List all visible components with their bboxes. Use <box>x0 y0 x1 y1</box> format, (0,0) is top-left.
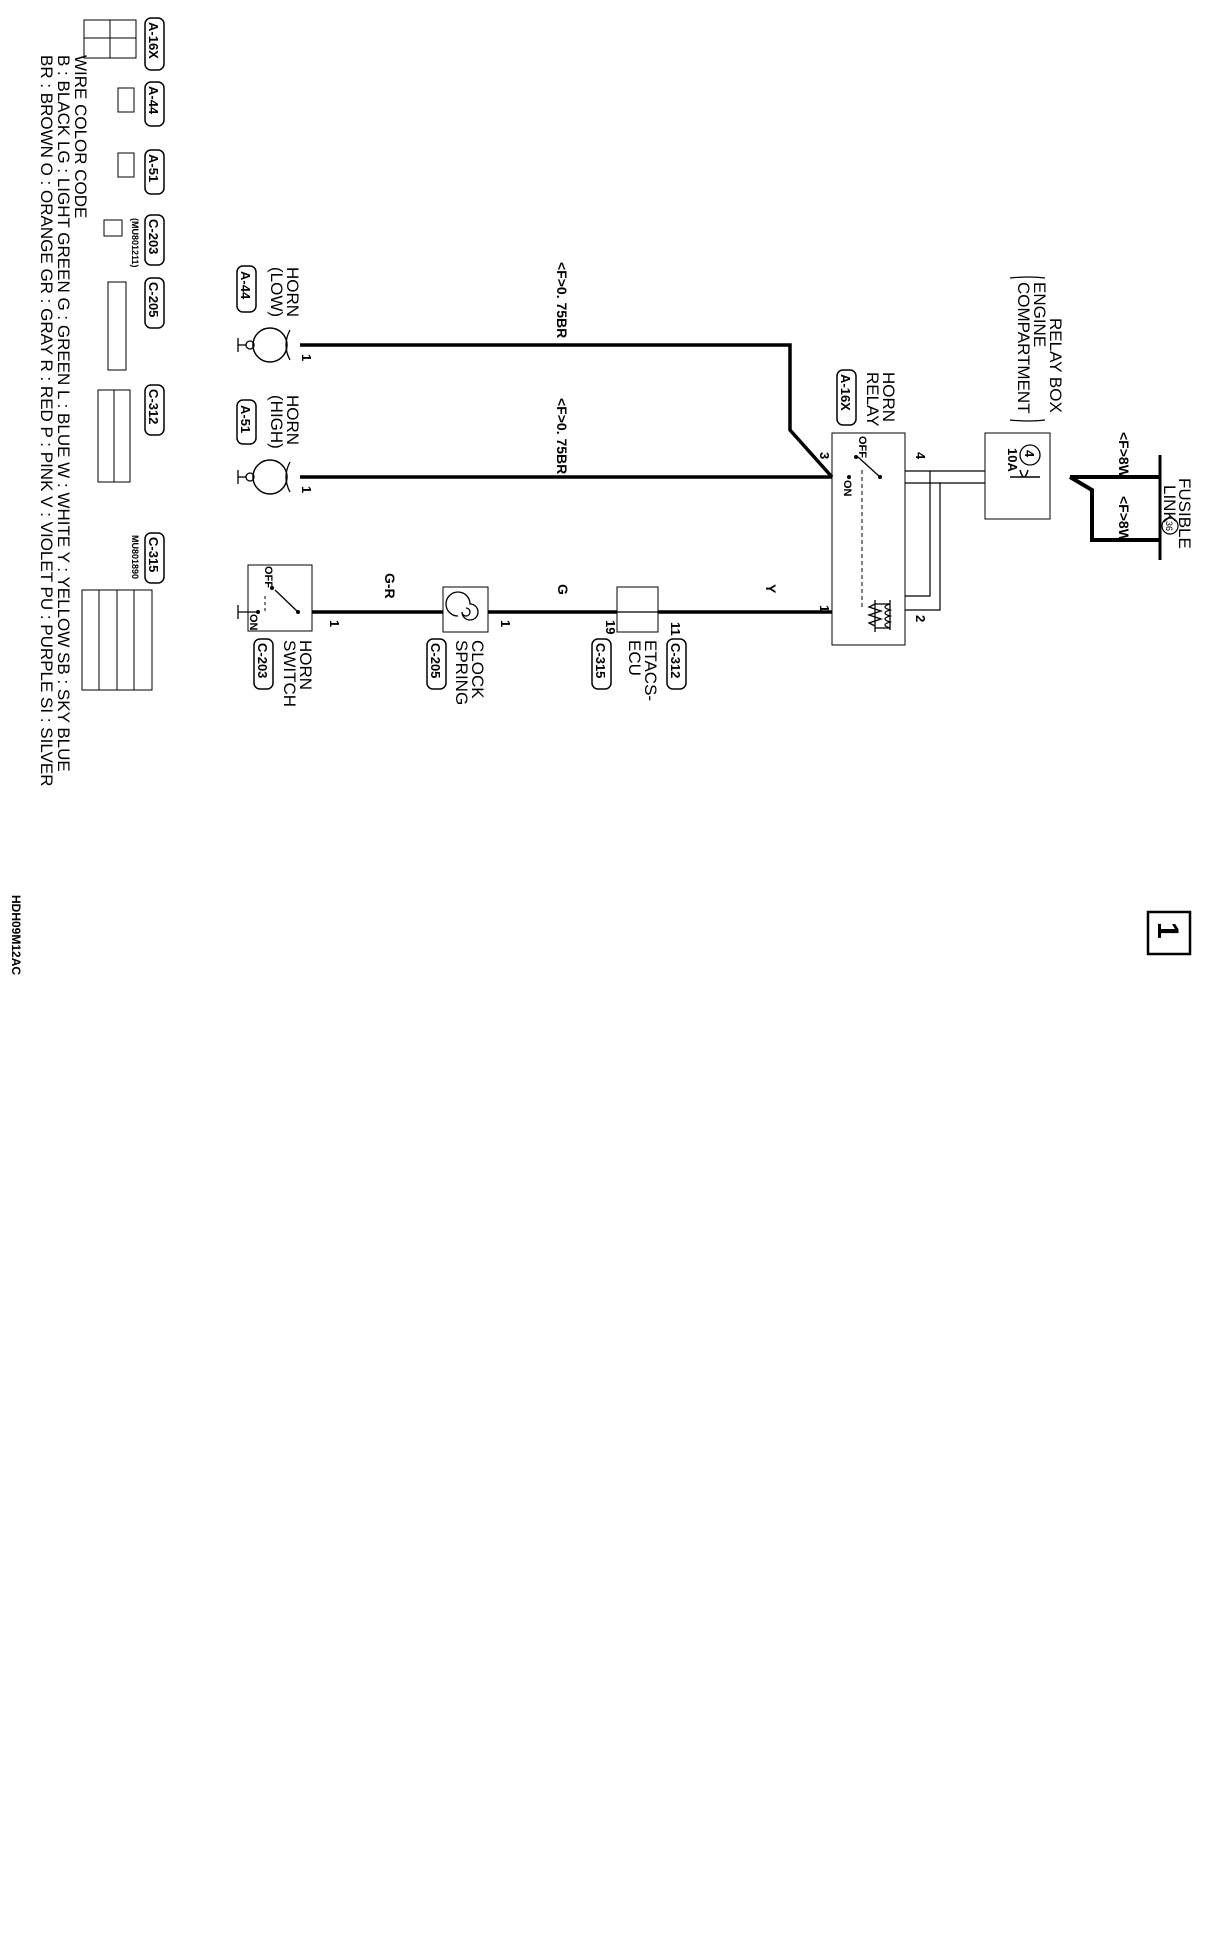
horn-relay-connector: A-16X <box>838 374 853 411</box>
wire-color-code-row-1: B : BLACK LG : LIGHT GREEN G : GREEN L :… <box>54 55 73 772</box>
diagram-code: HDH09M12AC <box>9 895 23 975</box>
horn-high-label-2: (HIGH) <box>267 395 286 449</box>
legend-c315-box <box>144 532 165 584</box>
connector-legend: A-16X A-44 A-51 C-203 (MU801211) C-205 C… <box>81 17 165 691</box>
legend-a51-box <box>144 149 165 195</box>
etacs-connector-a: C-312 <box>668 643 683 678</box>
etacs-connector-b-box <box>591 638 612 690</box>
wire-label-g-r: G-R <box>382 573 398 599</box>
etacs-label: ETACS- <box>641 640 660 701</box>
horn-switch-connector-box <box>253 638 274 690</box>
relay-box: 4 10A RELAY BOX ENGINE COMPARTMENT <box>984 276 1065 520</box>
relay-box-label: RELAY BOX <box>1046 318 1065 413</box>
clock-spring: 1 CLOCK SPRING C-205 <box>426 586 513 705</box>
horn-relay-label: HORN <box>879 372 898 422</box>
legend-a44-box <box>144 81 165 127</box>
fuse-rating: 10A <box>1005 448 1020 472</box>
horn-high-pin: 1 <box>299 486 314 493</box>
relay-pin-3: 3 <box>817 452 832 459</box>
etacs-connector-a-box <box>666 638 687 690</box>
horn-switch-label-2: SWITCH <box>280 640 299 707</box>
horn-switch-pin: 1 <box>327 620 342 627</box>
legend-c205-box <box>144 277 165 329</box>
legend-c312-box <box>144 384 165 436</box>
clock-spring-connector: C-205 <box>428 643 443 678</box>
clock-spring-label: CLOCK <box>468 640 487 699</box>
legend-c205: C-205 <box>146 282 161 317</box>
horn-high-connector-box <box>236 399 257 445</box>
horn-relay: HORN RELAY A-16X OFF ON <box>831 369 906 646</box>
wire-label-horn-high: <F>0. 75BR <box>554 398 570 474</box>
wire-label-g: G <box>555 584 571 595</box>
fusible-link: FUSIBLE LINK 36 <box>1158 455 1194 560</box>
horn-switch-on: ON <box>247 614 259 631</box>
fusible-link-number-circle <box>1161 517 1179 535</box>
wire-label-feed-a: <F>8W <box>1116 432 1132 479</box>
legend-c312: C-312 <box>146 389 161 424</box>
horn-relay-off: OFF <box>856 436 868 458</box>
fuse-number-circle <box>1019 444 1041 466</box>
horn-switch-connector: C-203 <box>255 643 270 678</box>
etacs-pin-a: 11 <box>668 622 683 636</box>
legend-c315-part: MU801890 <box>130 535 140 579</box>
relay-box-label-3: COMPARTMENT <box>1014 282 1033 414</box>
clock-spring-connector-box <box>426 638 447 690</box>
horn-relay-connector-box <box>836 369 857 426</box>
fuse-number: 4 <box>1022 450 1037 458</box>
wire-color-code-row-2: BR : BROWN O : ORANGE GR : GRAY R : RED … <box>37 55 56 787</box>
legend-c203-box <box>144 214 165 266</box>
legend-c203: C-203 <box>146 219 161 254</box>
horn-high: 1 HORN (HIGH) A-51 <box>236 395 314 495</box>
wire-label-y: Y <box>763 584 779 594</box>
relay-pin-1: 1 <box>817 605 832 612</box>
horn-switch-label: HORN <box>296 640 315 690</box>
horn-low-label: HORN <box>283 267 302 317</box>
horn-low-connector: A-44 <box>238 271 253 300</box>
relay-box-label-2: ENGINE <box>1030 282 1049 347</box>
page-marker-box <box>1146 910 1192 956</box>
horn-high-connector: A-51 <box>238 405 253 433</box>
legend-c315: C-315 <box>146 537 161 572</box>
wire-color-code-title: WIRE COLOR CODE <box>71 55 90 218</box>
fusible-link-number: 36 <box>1164 521 1174 531</box>
wire-label-horn-low: <F>0. 75BR <box>554 262 570 338</box>
horn-low-connector-box <box>236 265 257 313</box>
horn-low: 1 HORN (LOW) A-44 <box>236 265 314 363</box>
horn-high-label: HORN <box>283 395 302 445</box>
horn-low-pin: 1 <box>299 354 314 361</box>
horn-relay-label-2: RELAY <box>863 372 882 427</box>
legend-a16x: A-16X <box>146 22 161 59</box>
etacs-pin-b: 19 <box>603 620 618 634</box>
relay-pin-2: 2 <box>913 615 928 622</box>
legend-a51: A-51 <box>146 154 161 182</box>
clock-spring-label-2: SPRING <box>452 640 471 705</box>
legend-c203-part: (MU801211) <box>130 218 140 268</box>
etacs-label-2: ECU <box>625 640 644 676</box>
etacs-connector-b: C-315 <box>593 643 608 678</box>
legend-a16x-box <box>144 17 165 71</box>
wire-label-feed-b: <F>8W <box>1116 496 1132 543</box>
etacs-ecu: 11 19 C-312 C-315 ETACS- ECU <box>591 586 687 701</box>
horn-switch-off: OFF <box>262 566 274 588</box>
fusible-link-label-2: LINK <box>1160 485 1179 523</box>
horn-switch: OFF ON 1 HORN SWITCH C-203 <box>237 564 342 707</box>
fusible-link-label: FUSIBLE <box>1175 478 1194 549</box>
horn-relay-on: ON <box>841 480 853 497</box>
horn-low-label-2: (LOW) <box>267 267 286 317</box>
legend-a44: A-44 <box>146 86 161 115</box>
page-marker: 1 <box>1151 922 1184 939</box>
wire-color-code: WIRE COLOR CODE B : BLACK LG : LIGHT GRE… <box>37 55 90 787</box>
relay-pin-4: 4 <box>913 452 928 460</box>
clock-spring-pin: 1 <box>498 620 513 627</box>
